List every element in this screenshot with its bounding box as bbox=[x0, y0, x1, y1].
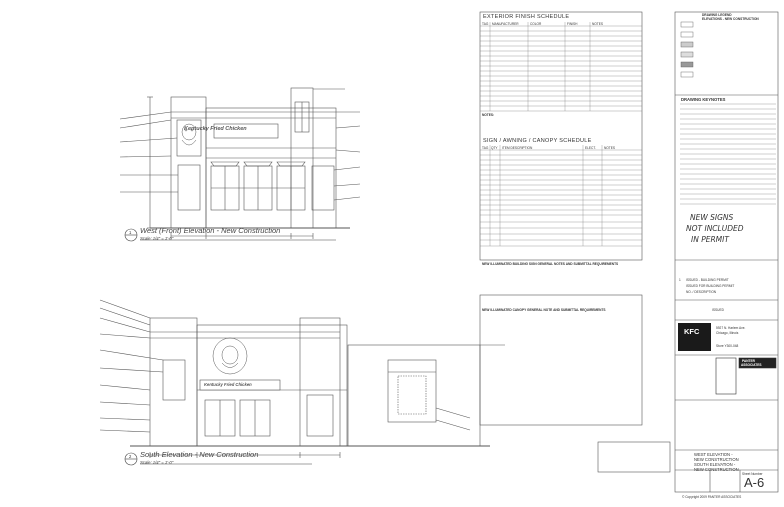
kfc-logo: KFC bbox=[684, 327, 700, 336]
sheet-number-label: Sheet Number bbox=[742, 472, 763, 476]
west-elevation-number: 1 bbox=[129, 230, 132, 235]
finish-header-manufacturer: MANUFACTURER bbox=[492, 22, 519, 26]
sheet-number: A-6 bbox=[744, 475, 765, 490]
finish-header-tag: TAG bbox=[482, 22, 489, 26]
architect-name-2: ASSOCIATES bbox=[741, 363, 762, 367]
finish-header-color: COLOR bbox=[530, 22, 542, 26]
south-elevation-number: 2 bbox=[129, 454, 132, 459]
south-elevation-title: South Elevation - New Construction bbox=[140, 450, 259, 459]
finish-header-finish: FINISH bbox=[567, 22, 578, 26]
south-elevation-scale: Scale: 1/4" = 1'-0" bbox=[140, 460, 174, 465]
callout-line-2: NOT INCLUDED bbox=[686, 224, 744, 233]
revision-stamp: ISSUED bbox=[712, 308, 724, 312]
callout-line-3: IN PERMIT bbox=[691, 235, 729, 244]
sheet-title-4: NEW CONSTRUCTION bbox=[694, 467, 739, 472]
west-elevation-title: West (Front) Elevation - New Constructio… bbox=[140, 226, 281, 235]
finish-schedule-title: EXTERIOR FINISH SCHEDULE bbox=[483, 14, 570, 20]
keynotes-title: DRAWING KEYNOTES bbox=[681, 97, 726, 102]
finish-header-notes: NOTES bbox=[592, 22, 603, 26]
west-elevation-scale: Scale: 1/4" = 1'-0" bbox=[140, 236, 174, 241]
revision-row-1: ISSUED - BUILDING PERMIT bbox=[686, 278, 729, 282]
sheet-title-3: SOUTH ELEVATION - bbox=[694, 462, 736, 467]
revision-row-2: ISSUED FOR BUILDING PERMIT bbox=[686, 284, 735, 288]
sign-header-elect: ELECT. bbox=[585, 146, 596, 150]
sign-header-notes: NOTES bbox=[604, 146, 615, 150]
sign-header-item: ITEM DESCRIPTION bbox=[502, 146, 533, 150]
copyright: © Copyright 2009 PANTER ASSOCIATES bbox=[682, 495, 742, 499]
sheet-title-2: NEW CONSTRUCTION bbox=[694, 457, 739, 462]
west-sign-text: Kentucky Fried Chicken bbox=[184, 126, 247, 132]
project-store-number: Store Y300-048 bbox=[716, 344, 739, 348]
sign-header-tag: TAG bbox=[482, 146, 489, 150]
sign-notes-title: NEW ILLUMINATED BUILDING SIGN GENERAL NO… bbox=[482, 262, 619, 266]
sign-schedule-title: SIGN / AWNING / CANOPY SCHEDULE bbox=[483, 138, 592, 144]
revision-number: 1 bbox=[679, 278, 681, 282]
legend-subtitle: ELEVATIONS - NEW CONSTRUCTION bbox=[702, 17, 759, 21]
revision-row-3: NO. / DESCRIPTION bbox=[686, 290, 717, 294]
project-address-1: 5927 N. Harlem Ave. bbox=[716, 326, 746, 330]
callout-line-1: NEW SIGNS bbox=[690, 213, 734, 222]
canopy-notes-title: NEW ILLUMINATED CANOPY GENERAL NOTE AND … bbox=[482, 308, 606, 312]
sheet-title-1: WEST ELEVATION - bbox=[694, 452, 733, 457]
south-sign-text: Kentucky Fried Chicken bbox=[204, 382, 252, 387]
legend-title: DRAWING LEGEND bbox=[702, 13, 732, 17]
sign-header-qty: QTY bbox=[491, 146, 498, 150]
finish-notes-label: NOTES: bbox=[482, 113, 495, 117]
architect-name-1: PANTER bbox=[742, 359, 755, 363]
project-address-2: Chicago, Illinois bbox=[716, 331, 739, 335]
